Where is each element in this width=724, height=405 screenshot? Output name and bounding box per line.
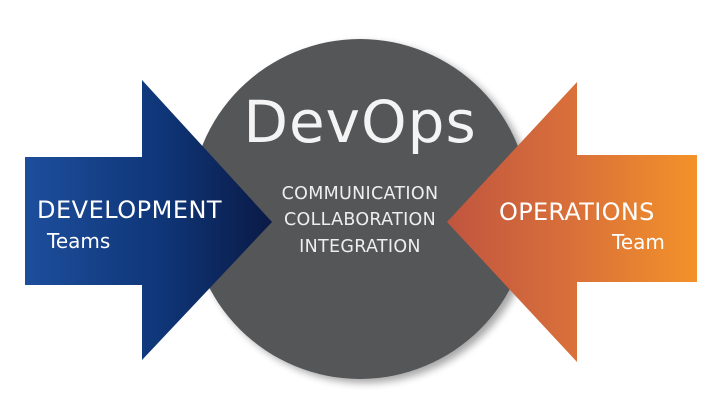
pillar-collaboration: COLLABORATION — [283, 210, 437, 230]
devops-circle — [190, 39, 530, 379]
development-sublabel: Teams — [47, 229, 111, 253]
development-arrow — [25, 80, 272, 360]
operations-arrow — [447, 82, 697, 362]
development-label: DEVELOPMENT — [37, 196, 223, 224]
operations-label: OPERATIONS — [499, 198, 655, 226]
pillar-integration: INTEGRATION — [299, 237, 421, 257]
devops-title: DevOps — [243, 88, 477, 156]
operations-sublabel: Team — [612, 230, 665, 254]
pillar-communication: COMMUNICATION — [281, 184, 439, 204]
